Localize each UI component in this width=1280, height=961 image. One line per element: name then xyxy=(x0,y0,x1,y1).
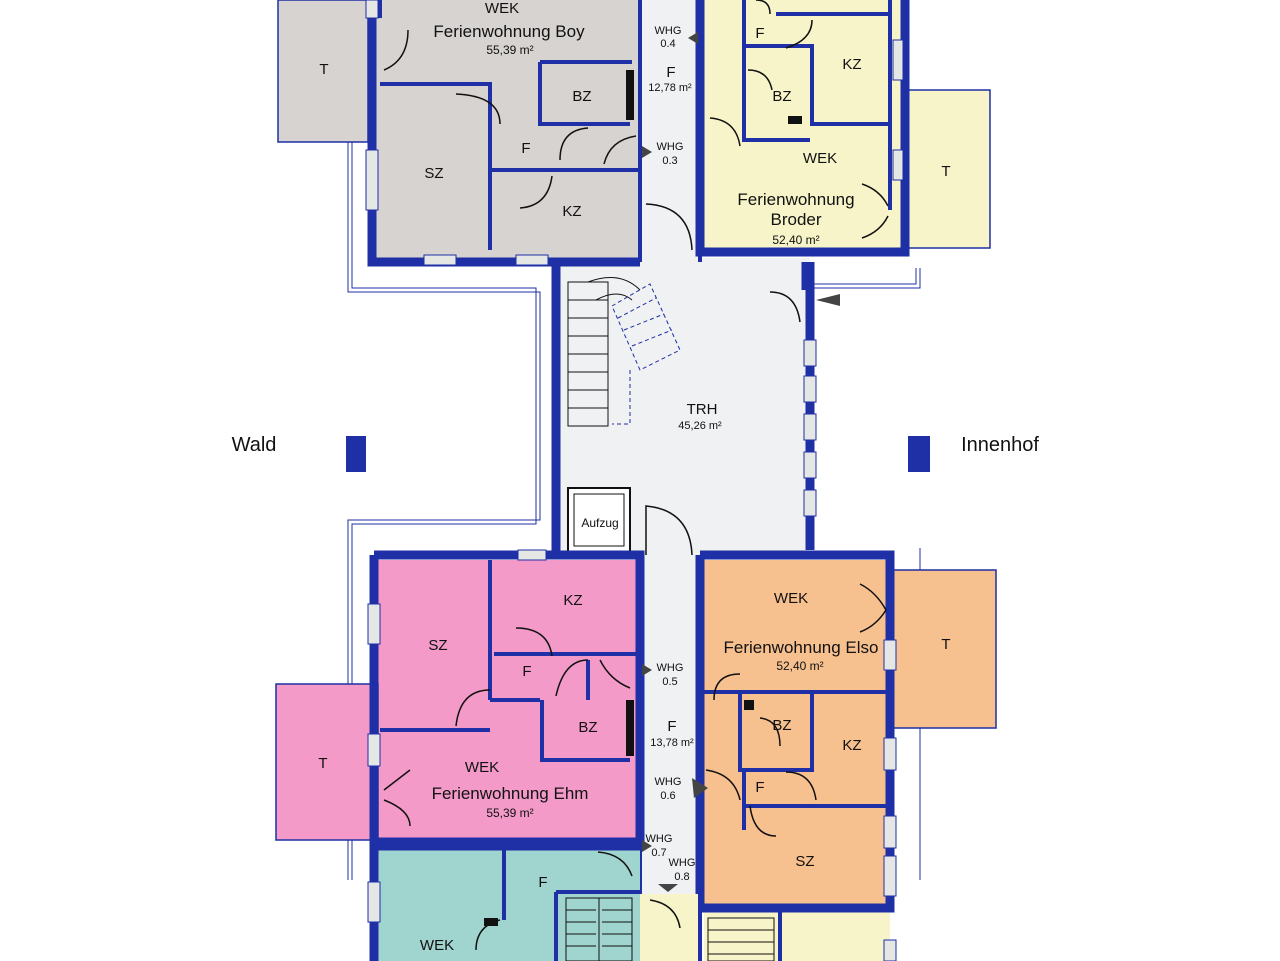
boy-apartment-area: 55,39 m² xyxy=(486,43,533,57)
ehm-bz-label: BZ xyxy=(578,719,597,736)
whg-03-label: WHG xyxy=(657,141,684,153)
broder-apartment-name-2: Broder xyxy=(770,210,821,229)
left-marker xyxy=(346,436,366,472)
whg-04-label: WHG xyxy=(655,25,682,37)
broder-f-label: F xyxy=(755,25,764,42)
apartment-ehm xyxy=(275,549,645,847)
elso-wek-label: WEK xyxy=(774,590,808,607)
broder-bz-label: BZ xyxy=(772,88,791,105)
elso-bz-label: BZ xyxy=(772,717,791,734)
entrance-arrows xyxy=(642,32,698,852)
top-hall-area: 12,78 m² xyxy=(648,82,692,94)
ehm-apartment-name: Ferienwohnung Ehm xyxy=(432,784,589,803)
ehm-apartment-area: 55,39 m² xyxy=(486,806,533,820)
right-marker xyxy=(908,436,930,472)
bottom-hall-area: 13,78 m² xyxy=(650,737,694,749)
ehm-wek-label: WEK xyxy=(465,759,499,776)
trh-walls xyxy=(551,0,840,556)
boy-bz-label: BZ xyxy=(572,88,591,105)
apartment-elso xyxy=(695,550,997,913)
apartment-boy xyxy=(277,0,640,267)
elso-kz-label: KZ xyxy=(842,737,861,754)
whg-05-label: WHG xyxy=(657,662,684,674)
whg-08-number: 0.8 xyxy=(674,871,689,883)
whg-07-label: WHG xyxy=(646,833,673,845)
top-hall-f-label: F xyxy=(666,64,675,81)
broder-apartment-name-1: Ferienwohnung xyxy=(737,190,854,209)
ehm-f-label: F xyxy=(522,663,531,680)
boy-terrace-label: T xyxy=(319,61,328,78)
labels: Wald Innenhof WEK Ferienwohnung Boy 55,3… xyxy=(232,0,1040,954)
boy-f-label: F xyxy=(521,140,530,157)
apartment-broder xyxy=(695,0,991,323)
elso-apartment-name: Ferienwohnung Elso xyxy=(724,638,879,657)
ehm-terrace-label: T xyxy=(318,755,327,772)
ehm-kz-label: KZ xyxy=(563,592,582,609)
top-hall-floor xyxy=(640,0,700,262)
trh-area: 45,26 m² xyxy=(678,420,722,432)
boy-sz-label: SZ xyxy=(424,165,443,182)
whg-06-label: WHG xyxy=(655,776,682,788)
apartment-teal xyxy=(367,841,897,961)
elso-terrace-label: T xyxy=(941,636,950,653)
whg-04-number: 0.4 xyxy=(660,38,675,50)
elso-sz-label: SZ xyxy=(795,853,814,870)
boy-apartment-name: Ferienwohnung Boy xyxy=(433,22,585,41)
whg-06-number: 0.6 xyxy=(660,790,675,802)
teal-f-label: F xyxy=(538,874,547,891)
ehm-sz-label: SZ xyxy=(428,637,447,654)
broder-terrace-label: T xyxy=(941,163,950,180)
teal-wek-label: WEK xyxy=(420,937,454,954)
bottom-hall-floor xyxy=(640,555,700,961)
elevator-label: Aufzug xyxy=(581,516,618,530)
broder-apartment-area: 52,40 m² xyxy=(772,233,819,247)
side-label-left: Wald xyxy=(232,434,277,456)
trh-label: TRH xyxy=(687,401,718,418)
broder-kz-label: KZ xyxy=(842,56,861,73)
whg-03-number: 0.3 xyxy=(662,155,677,167)
whg-07-number: 0.7 xyxy=(651,847,666,859)
elso-apartment-area: 52,40 m² xyxy=(776,659,823,673)
whg-05-number: 0.5 xyxy=(662,676,677,688)
elso-f-label: F xyxy=(755,779,764,796)
bottom-hall-f-label: F xyxy=(667,718,676,735)
boy-kz-label: KZ xyxy=(562,203,581,220)
side-label-right: Innenhof xyxy=(961,434,1039,456)
whg-08-label: WHG xyxy=(669,857,696,869)
boy-wek-label: WEK xyxy=(485,0,519,17)
broder-wek-label: WEK xyxy=(803,150,837,167)
